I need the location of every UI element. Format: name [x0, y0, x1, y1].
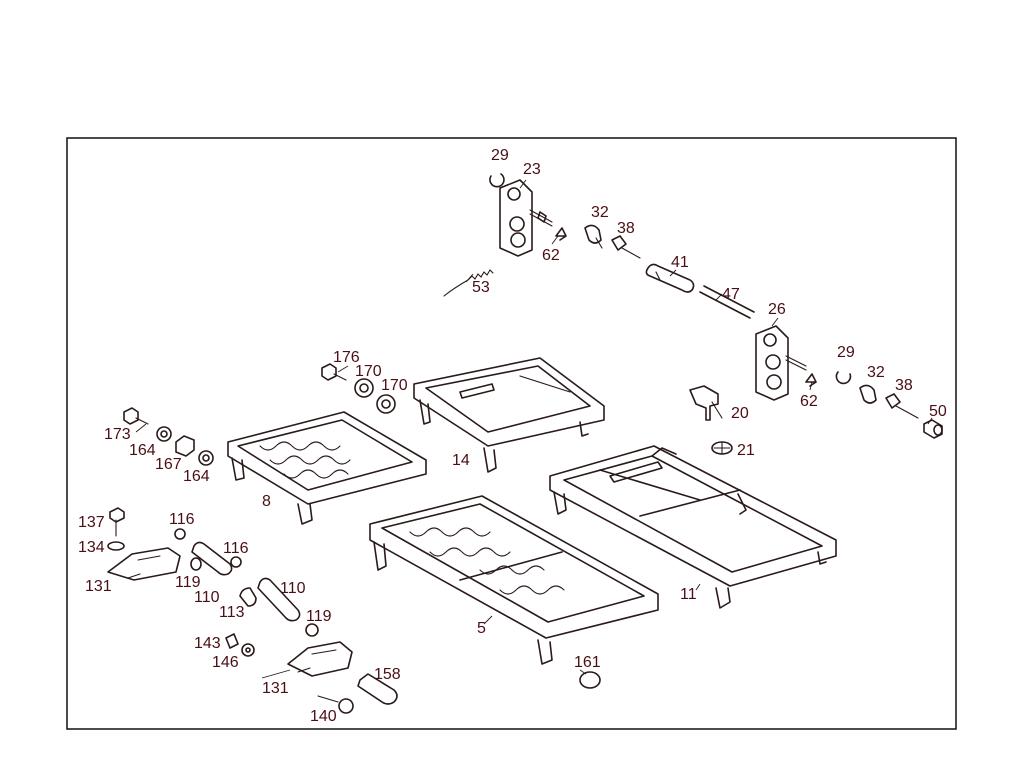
part-116-clip-a: [174, 528, 186, 540]
part-170-washer-b: [376, 394, 396, 414]
part-38-pin-top: [611, 235, 641, 259]
callout-8: 8: [262, 493, 271, 510]
part-50-cap: [923, 419, 943, 439]
diagram-frame: [66, 137, 957, 730]
callout-167: 167: [155, 456, 182, 473]
part-8-cushion-frame: [227, 411, 427, 525]
leader-lines: [135, 179, 933, 679]
callout-20: 20: [731, 405, 749, 422]
callout-21: 21: [737, 442, 755, 459]
part-143-plate: [225, 633, 239, 649]
part-134-washer: [107, 541, 125, 551]
callout-labels: 29 23 32 38 62 53 41 47 26 29 32 38 62 5…: [78, 147, 947, 725]
callout-62-top: 62: [542, 247, 560, 264]
part-131-bracket-upper: [107, 547, 181, 581]
callout-38-top: 38: [617, 220, 635, 237]
part-113-sleeve: [239, 587, 257, 607]
part-161-cap: [579, 671, 601, 689]
part-62-clip-top: [555, 227, 567, 241]
callout-110-a: 110: [194, 589, 220, 606]
callout-47: 47: [722, 286, 740, 303]
part-140-pin: [317, 695, 354, 714]
callout-146: 146: [212, 654, 239, 671]
callout-26: 26: [768, 301, 786, 318]
callout-32-top: 32: [591, 204, 609, 221]
part-146-washer: [241, 643, 255, 657]
callout-143: 143: [194, 635, 221, 652]
part-47-rod: [699, 285, 755, 319]
part-11-backrest-frame: [549, 445, 837, 609]
callout-158: 158: [374, 666, 401, 683]
part-32-bushing-top: [584, 224, 603, 249]
callout-29-top: 29: [491, 147, 509, 164]
part-41-lever: [645, 263, 695, 293]
callout-62-right: 62: [800, 393, 818, 410]
part-26-hinge-plate: [755, 325, 807, 401]
callout-32-right: 32: [867, 364, 885, 381]
part-21-grommet: [711, 441, 733, 455]
part-23-hinge-plate: [499, 179, 553, 257]
part-20-bracket: [689, 385, 723, 421]
part-110-gas-strut-upper: [191, 541, 233, 576]
callout-53: 53: [472, 279, 490, 296]
callout-161: 161: [574, 654, 601, 671]
part-158-handle: [357, 673, 398, 705]
callout-119-a: 119: [175, 574, 201, 591]
callout-110-b: 110: [280, 580, 306, 597]
callout-38-right: 38: [895, 377, 913, 394]
part-170-washer-a: [354, 378, 374, 398]
callout-176: 176: [333, 349, 360, 366]
callout-131-upper: 131: [85, 578, 112, 595]
callout-173: 173: [104, 426, 131, 443]
part-32-bushing-right: [859, 384, 877, 404]
part-176-bolt: [321, 363, 347, 381]
callout-134: 134: [78, 539, 105, 556]
callout-170-b: 170: [381, 377, 408, 394]
callout-140: 140: [310, 708, 337, 725]
part-137-bolt: [109, 507, 125, 537]
part-131-bracket-lower: [287, 641, 353, 677]
callout-116-b: 116: [223, 540, 249, 557]
part-164-washer-b: [198, 450, 214, 466]
callout-131-lower: 131: [262, 680, 289, 697]
callout-113: 113: [219, 604, 245, 621]
part-29-retaining-ring-top: [489, 173, 505, 188]
part-173-bolt: [123, 407, 149, 425]
part-5-seat-base-frame: [369, 495, 659, 665]
callout-164-a: 164: [129, 442, 156, 459]
callout-23: 23: [523, 161, 541, 178]
part-38-pin-right: [885, 393, 919, 419]
part-167-spacer: [175, 435, 195, 457]
callout-164-b: 164: [183, 468, 210, 485]
callout-116-a: 116: [169, 511, 195, 528]
part-164-washer-a: [156, 426, 172, 442]
callout-119-b: 119: [306, 608, 332, 625]
callout-137: 137: [78, 514, 105, 531]
part-116-clip-b: [230, 556, 242, 568]
part-119-bushing-b: [305, 623, 319, 637]
part-14-seat-frame: [413, 357, 605, 473]
part-119-bushing-a: [190, 557, 202, 571]
callout-14: 14: [452, 452, 470, 469]
part-110-gas-strut-lower: [257, 577, 301, 622]
part-29-retaining-ring-right: [835, 371, 852, 385]
callout-41: 41: [671, 254, 689, 271]
callout-50: 50: [929, 403, 947, 420]
callout-11: 11: [680, 586, 697, 603]
callout-29-right: 29: [837, 344, 855, 361]
callout-5: 5: [477, 620, 486, 637]
callout-170-a: 170: [355, 363, 382, 380]
